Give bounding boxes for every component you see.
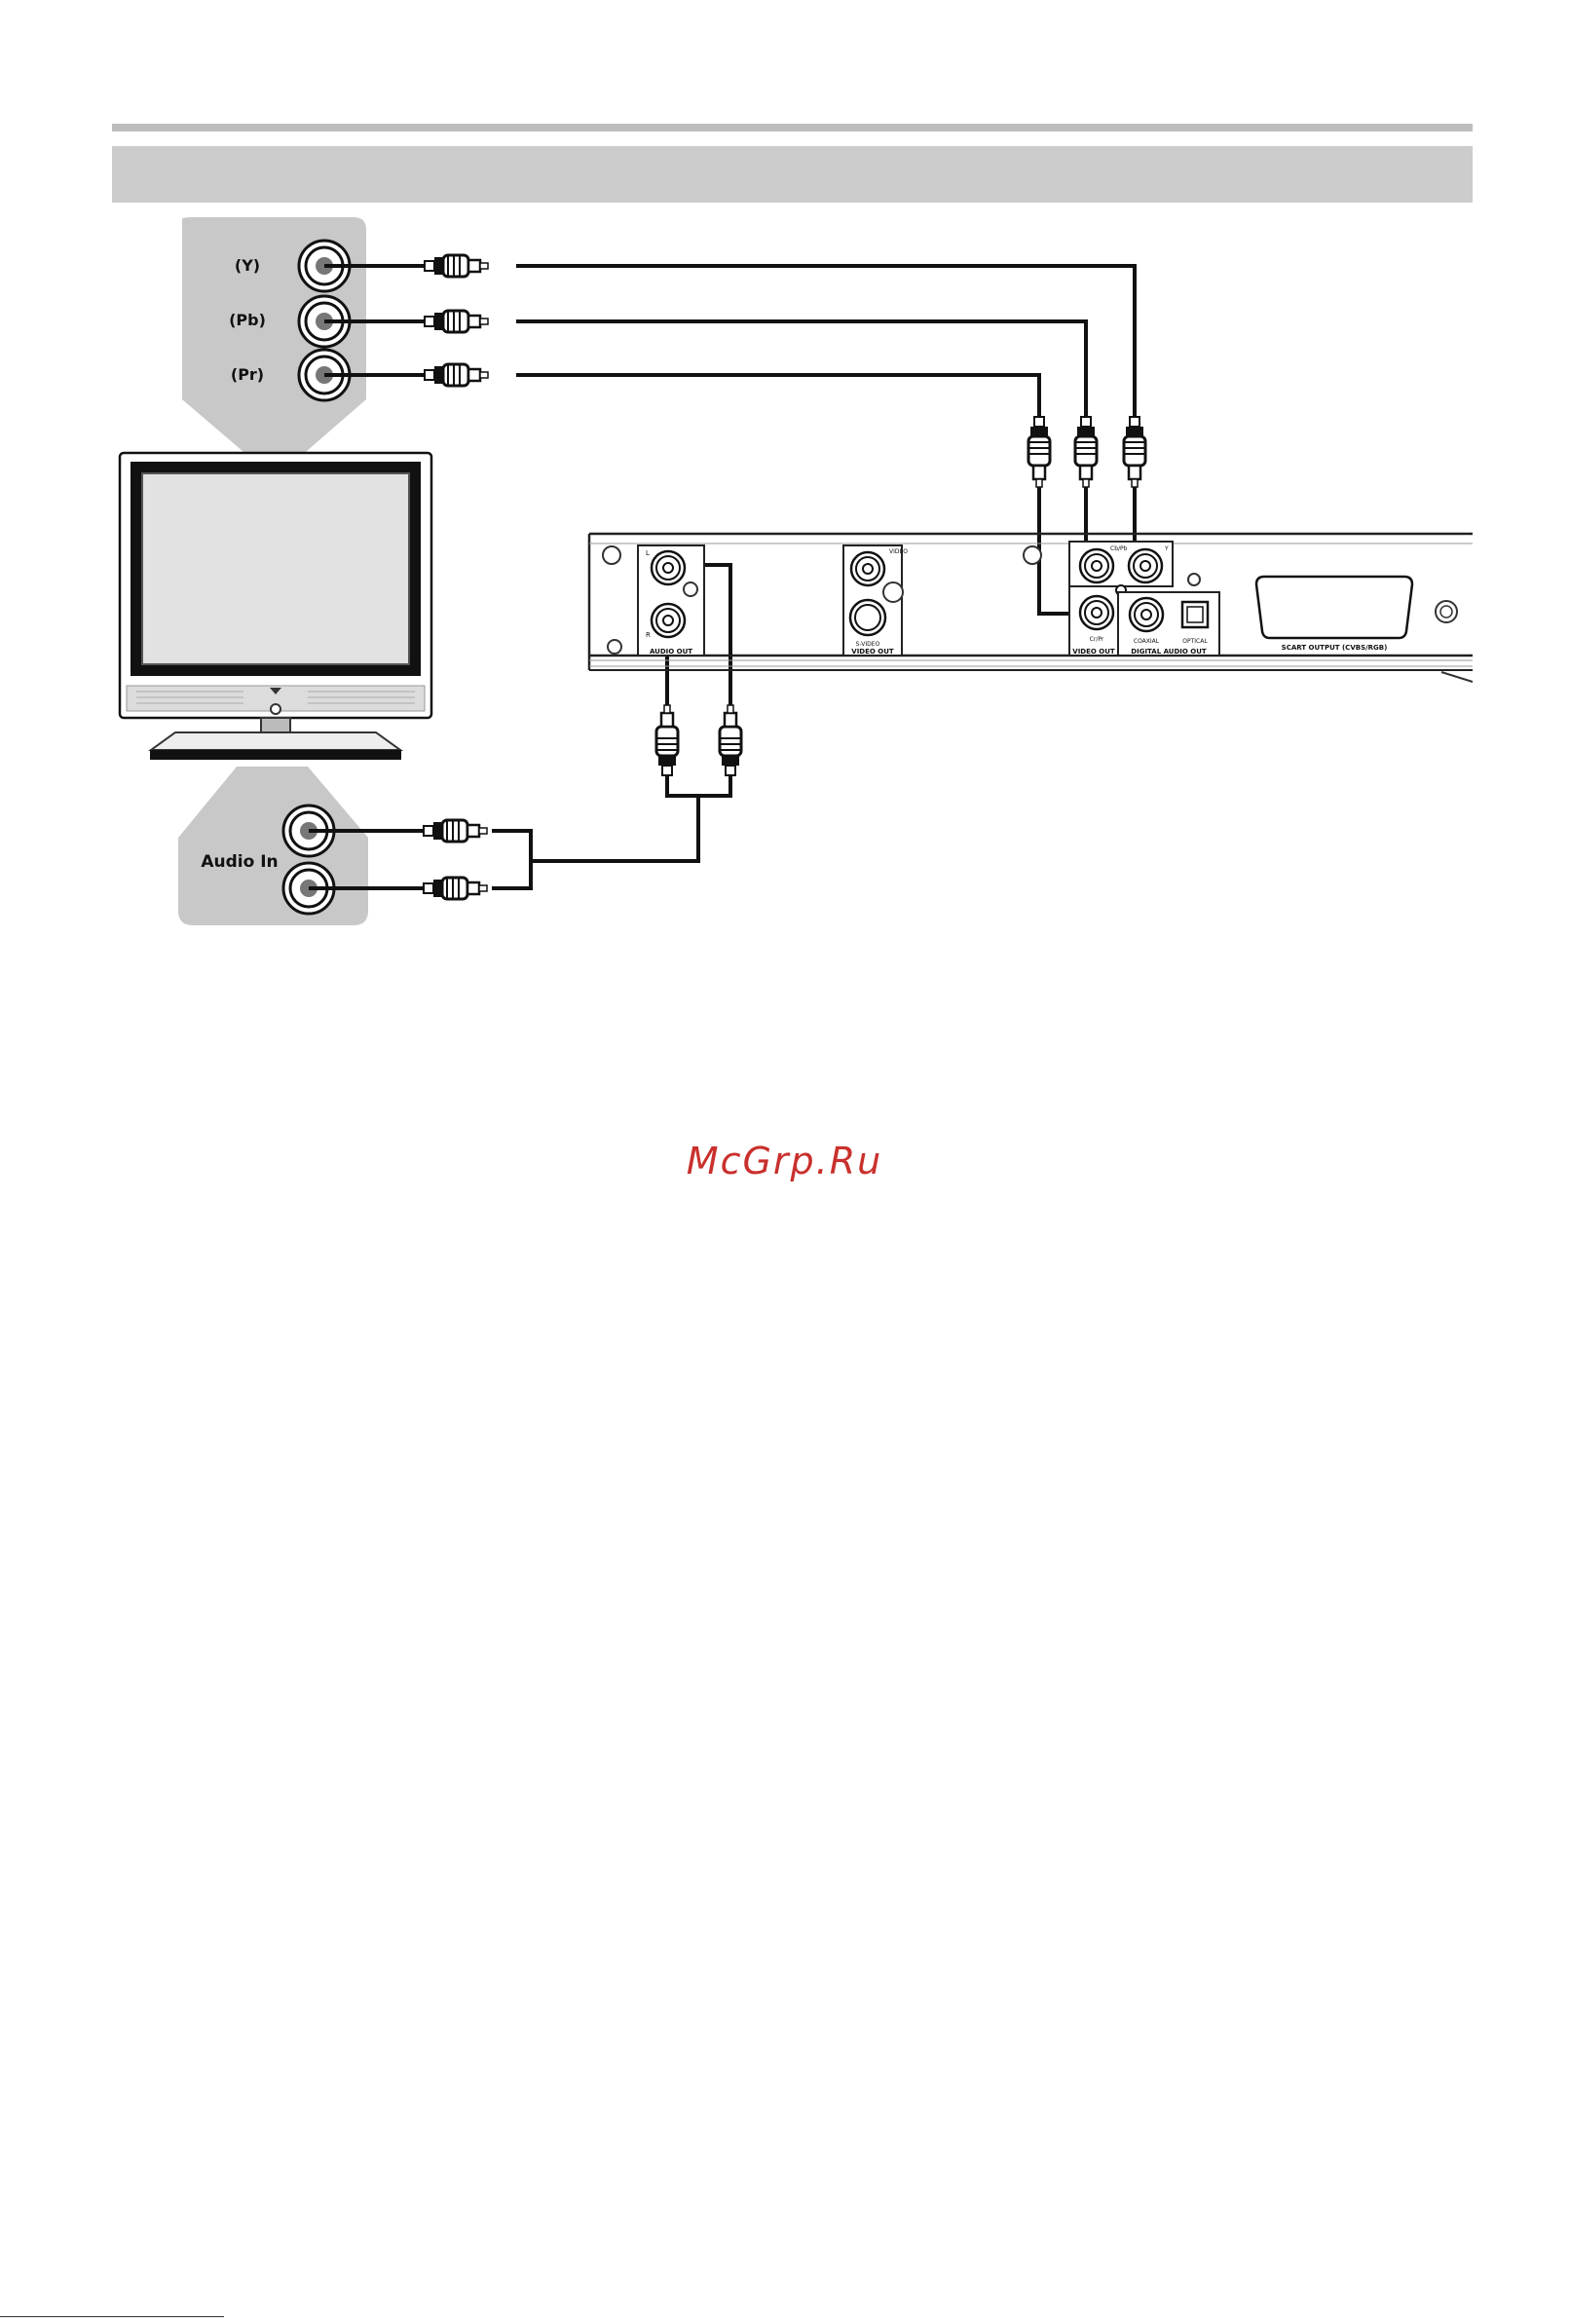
component-plugs-tv-end	[425, 255, 488, 386]
label-video-out-right: VIDEO OUT	[1072, 648, 1115, 656]
top-rule	[112, 124, 1473, 131]
label-cr-pr: Cr/Pr	[1090, 636, 1104, 643]
label-digital-audio-out: DIGITAL AUDIO OUT	[1131, 648, 1207, 656]
label-video-out-left: VIDEO OUT	[851, 648, 894, 656]
jack-label-pb: (Pb)	[229, 311, 266, 329]
tv-illustration	[120, 453, 431, 760]
label-svideo: S-VIDEO	[856, 641, 880, 648]
audio-in-label: Audio In	[201, 852, 278, 872]
jack-label-y: (Y)	[235, 256, 260, 275]
label-audio-l: L	[646, 549, 650, 557]
footer-rule	[0, 2316, 224, 2317]
label-optical: OPTICAL	[1182, 638, 1208, 645]
audio-plugs-player-end	[656, 705, 741, 775]
tv-audio-input-panel	[178, 767, 368, 925]
component-plugs-player-end	[1028, 417, 1145, 487]
player-rear-panel: L R AUDIO OUT VIDEO S-VIDEO VIDEO OUT Cb…	[589, 534, 1473, 682]
audio-plugs-tv-end	[424, 820, 487, 899]
label-audio-r: R	[646, 631, 651, 639]
label-coaxial: COAXIAL	[1134, 638, 1160, 645]
jack-label-pr: (Pr)	[231, 365, 264, 384]
label-audio-out: AUDIO OUT	[650, 648, 692, 656]
watermark: McGrp.Ru	[0, 1132, 1569, 1190]
label-scart-output: SCART OUTPUT (CVBS/RGB)	[1282, 644, 1388, 652]
label-y: Y	[1164, 545, 1169, 552]
label-video: VIDEO	[889, 548, 908, 555]
header-bar	[112, 146, 1473, 203]
label-cb-pb: Cb/Pb	[1110, 545, 1128, 552]
